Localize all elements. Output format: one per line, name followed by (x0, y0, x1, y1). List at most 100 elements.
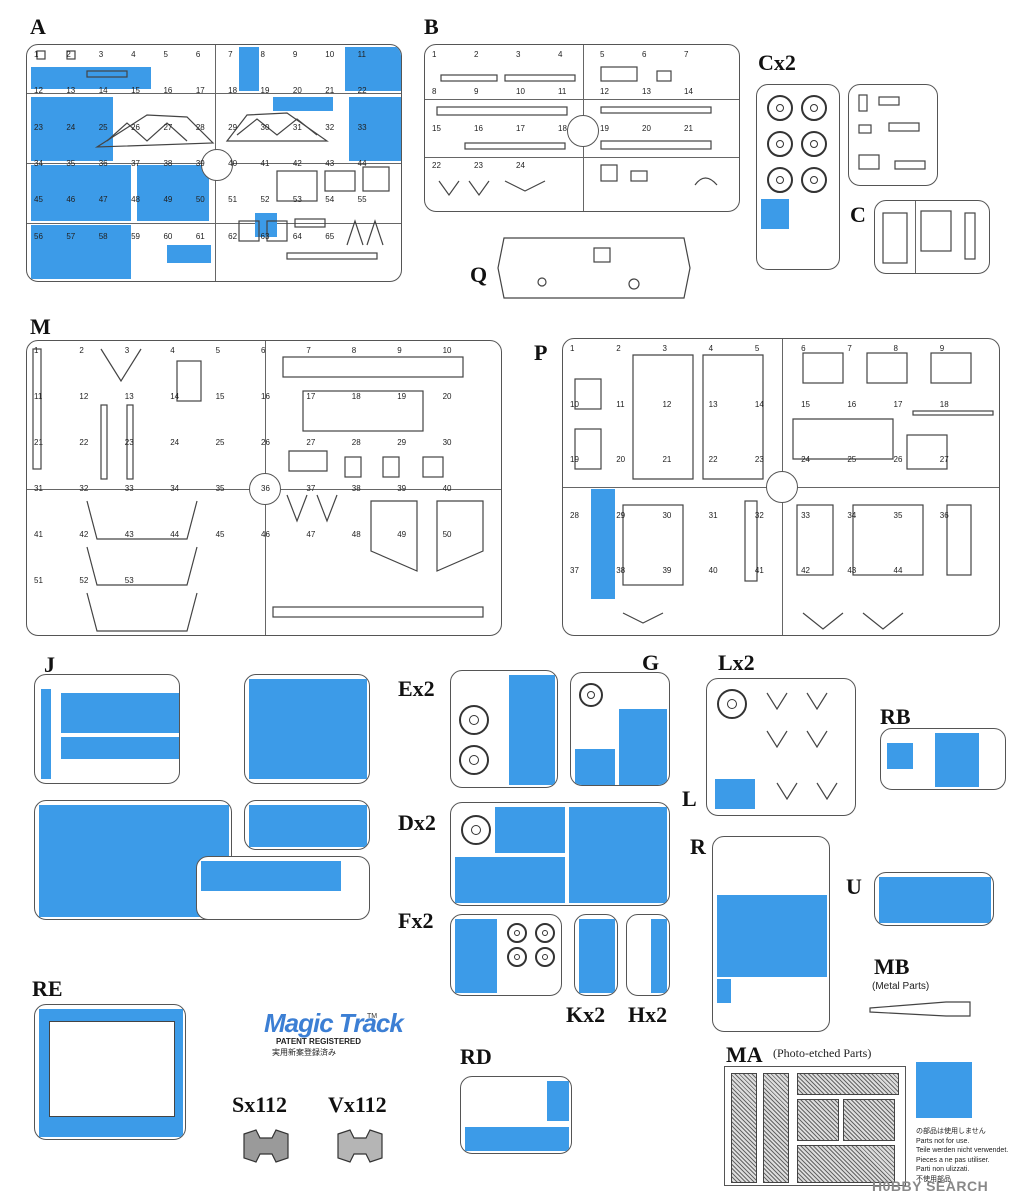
part-number: 32 (754, 510, 764, 520)
part-number: 17 (306, 392, 316, 401)
part-number: 30 (662, 510, 672, 520)
sprue-p-parts (574, 352, 994, 630)
part-number: 18 (351, 392, 361, 401)
sprue-label-fx2: Fx2 (398, 908, 434, 933)
part-number: 37 (570, 566, 579, 576)
part-number: 17 (195, 86, 205, 96)
sprue-label-vx112: Vx112 (328, 1092, 387, 1117)
part-number: 47 (98, 195, 108, 205)
part-number: 6 (195, 50, 201, 59)
sprue-label-p: P (534, 340, 548, 365)
part-number: 22 (432, 161, 441, 170)
part-number: 6 (801, 344, 806, 353)
unused-block (239, 47, 259, 91)
part-number: 4 (558, 50, 563, 59)
unused-block (167, 245, 211, 263)
part-number: 62 (228, 231, 238, 241)
mb-subtitle: (Metal Parts) (872, 981, 930, 992)
part-number: 19 (397, 392, 407, 401)
part-number: 34 (847, 510, 857, 520)
metal-barrel (869, 1001, 971, 1017)
unused-block (273, 97, 333, 111)
part-number: 36 (98, 159, 108, 168)
part-number: 35 (215, 484, 225, 493)
unused-block (61, 693, 179, 733)
part-number: 24 (170, 438, 180, 447)
unused-block (569, 807, 667, 903)
part-number: 41 (260, 159, 270, 168)
part-number: 25 (98, 122, 108, 132)
part-number: 26 (893, 455, 903, 465)
unused-block (455, 919, 497, 993)
part-number: 44 (357, 159, 367, 168)
part-number: 5 (163, 50, 168, 59)
part-number: 50 (195, 195, 205, 205)
sprue-label-rb: RB (880, 704, 911, 729)
part-number: 57 (66, 231, 76, 241)
part-number: 49 (397, 530, 407, 539)
part-number: 45 (215, 530, 225, 539)
part-number: 22 (357, 86, 367, 96)
part-number: 16 (163, 86, 173, 96)
hull-bottom-q (497, 237, 691, 299)
part-number: 18 (228, 86, 238, 96)
sprue-label-sx112: Sx112 (232, 1092, 288, 1117)
unused-block (31, 67, 151, 89)
part-number: 18 (558, 124, 567, 133)
part-number: 20 (292, 86, 302, 96)
part-number: 30 (442, 438, 452, 447)
sprue-a-parts (36, 50, 390, 260)
part-number: 48 (351, 530, 361, 539)
part-number: 3 (98, 50, 104, 59)
part-number: 8 (432, 87, 437, 96)
sprue-c (874, 200, 990, 274)
unused-block (575, 749, 615, 785)
sprue-label-j: J (44, 652, 55, 677)
part-number: 4 (170, 346, 175, 355)
part-number: 16 (474, 124, 483, 133)
part-number: 51 (34, 576, 43, 585)
part-number: 28 (195, 122, 205, 132)
part-number: 7 (306, 346, 311, 355)
part-number: 27 (939, 455, 949, 465)
part-number: 65 (325, 231, 335, 241)
part-number: 27 (163, 122, 173, 132)
notice-line: の部品は使用しません (916, 1128, 986, 1135)
unused-block (31, 225, 131, 279)
sprue-label-g: G (642, 650, 660, 675)
unused-block (651, 919, 667, 993)
sprue-label-r: R (690, 834, 706, 859)
part-number: 14 (170, 392, 180, 401)
sprue-label-b: B (424, 14, 439, 39)
track-link-s-icon (243, 1129, 289, 1163)
part-number: 38 (616, 566, 626, 576)
part-number: 5 (215, 346, 221, 355)
notice-line: Parts not for use. (916, 1137, 970, 1145)
part-number: 38 (351, 484, 361, 493)
sprue-j-4 (244, 800, 370, 850)
unused-block (465, 1127, 569, 1151)
part-number: 29 (228, 122, 238, 132)
patent-text: PATENT REGISTERED (276, 1037, 362, 1046)
part-number: 17 (516, 124, 525, 133)
part-number: 23 (754, 455, 764, 465)
notice-line: 不使用部品 (916, 1175, 951, 1183)
notice-line: Pieces a ne pas utiliser. (916, 1156, 990, 1164)
part-number: 36 (261, 484, 270, 493)
notice-line: Parti non ulizzati. (916, 1166, 970, 1173)
part-number: 44 (893, 566, 903, 576)
part-number: 10 (516, 87, 525, 96)
part-number: 53 (292, 195, 302, 205)
part-number: 59 (131, 231, 140, 241)
part-number: 49 (163, 195, 173, 205)
part-number: 42 (79, 530, 89, 539)
part-number: 43 (847, 566, 857, 576)
part-number: 20 (642, 124, 651, 133)
part-number: 15 (215, 392, 225, 401)
part-number: 64 (292, 231, 302, 241)
part-number: 34 (34, 159, 43, 168)
part-number: 33 (801, 510, 811, 520)
sprue-re (34, 1004, 186, 1140)
part-number: 63 (260, 231, 270, 241)
part-number: 8 (260, 50, 265, 59)
